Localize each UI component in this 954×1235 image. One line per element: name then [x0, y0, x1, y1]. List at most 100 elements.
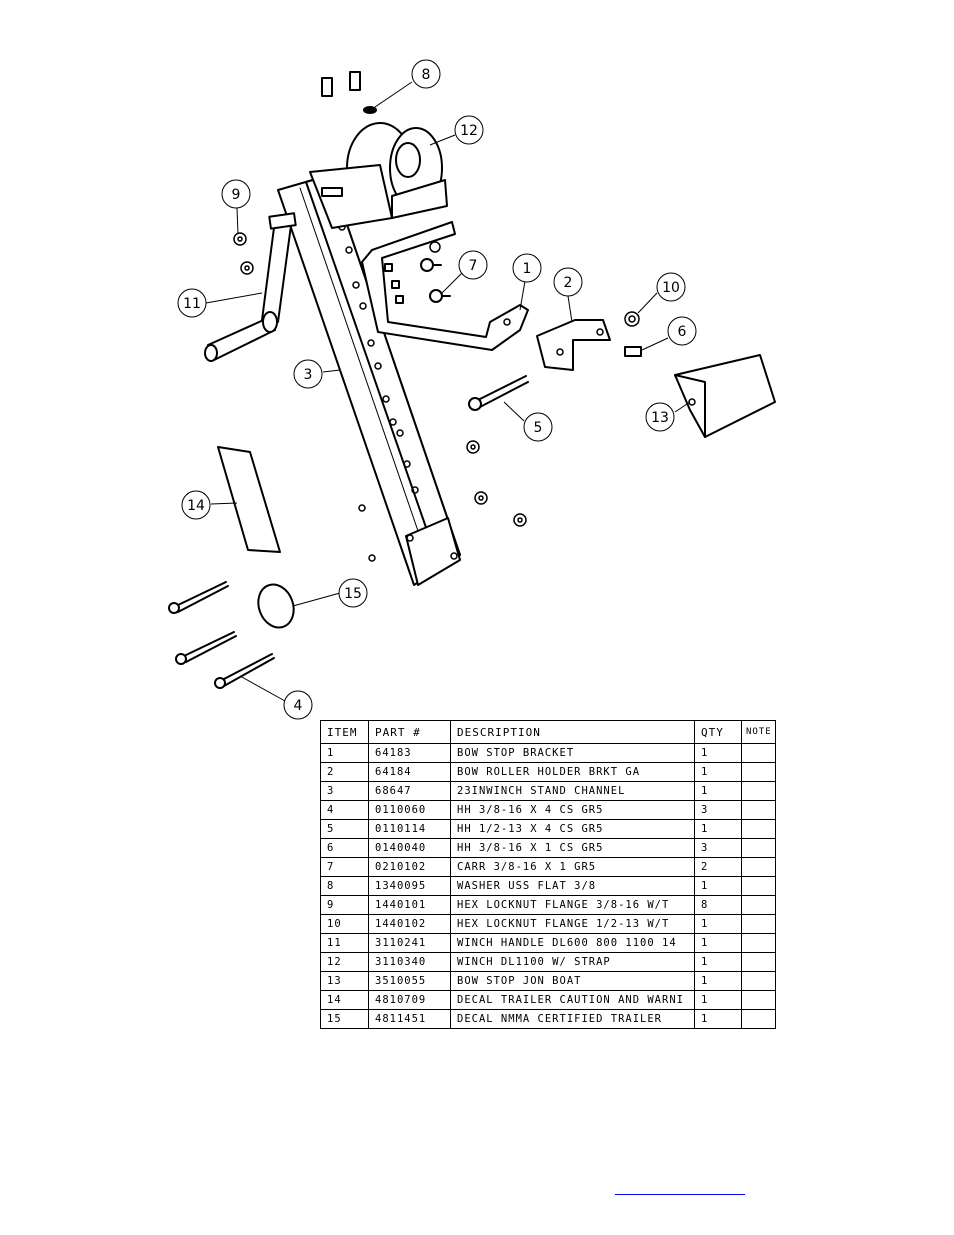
callout-balloon-12: [454, 115, 484, 145]
washer: [363, 106, 377, 114]
cell-item: 4: [320, 800, 369, 820]
footer-link[interactable]: [615, 1181, 745, 1195]
cell-part-number: 3110340: [368, 952, 451, 972]
cell-qty: 1: [694, 819, 742, 839]
callout-label-6: 6: [678, 324, 687, 340]
cell-item: 8: [320, 876, 369, 896]
cell-part-number: 4810709: [368, 990, 451, 1010]
callout-label-13: 13: [651, 410, 669, 426]
cell-qty: 1: [694, 971, 742, 991]
screws-top: [321, 71, 361, 97]
cell-part-number: 0140040: [368, 838, 451, 858]
locknuts: [233, 232, 640, 527]
cell-description: DECAL NMMA CERTIFIED TRAILER: [450, 1009, 695, 1029]
cell-qty: 8: [694, 895, 742, 915]
cell-note: [741, 914, 776, 934]
cell-description: DECAL TRAILER CAUTION AND WARNI: [450, 990, 695, 1010]
cell-item: 12: [320, 952, 369, 972]
cell-part-number: 0110114: [368, 819, 451, 839]
bolt-3-8-16x1: [624, 346, 642, 357]
decal-caution: [217, 446, 281, 553]
cell-note: [741, 895, 776, 915]
bolt-1-2-13x4: [468, 375, 529, 411]
cell-item: 10: [320, 914, 369, 934]
cell-part-number: 4811451: [368, 1009, 451, 1029]
cell-note: [741, 933, 776, 953]
cell-qty: 1: [694, 762, 742, 782]
callout-label-10: 10: [662, 280, 680, 296]
header-description: DESCRIPTION: [450, 720, 695, 744]
cell-qty: 1: [694, 1009, 742, 1029]
cell-part-number: 1440102: [368, 914, 451, 934]
cell-item: 2: [320, 762, 369, 782]
cell-description: HEX LOCKNUT FLANGE 3/8-16 W/T: [450, 895, 695, 915]
cell-description: HH 1/2-13 X 4 CS GR5: [450, 819, 695, 839]
cell-description: WASHER USS FLAT 3/8: [450, 876, 695, 896]
callout-label-7: 7: [469, 258, 478, 274]
cell-note: [741, 743, 776, 763]
cell-description: HH 3/8-16 X 4 CS GR5: [450, 800, 695, 820]
cell-qty: 1: [694, 914, 742, 934]
cell-description: HEX LOCKNUT FLANGE 1/2-13 W/T: [450, 914, 695, 934]
callout-balloon-2: [553, 267, 583, 297]
cell-description: BOW STOP BRACKET: [450, 743, 695, 763]
cell-part-number: 64183: [368, 743, 451, 763]
callout-balloon-4: [283, 690, 313, 720]
callout-label-15: 15: [344, 586, 362, 602]
callout-label-2: 2: [564, 275, 573, 291]
callout-balloon-1: [512, 253, 542, 283]
cell-description: CARR 3/8-16 X 1 GR5: [450, 857, 695, 877]
callout-label-1: 1: [523, 261, 532, 277]
callout-balloon-14: [181, 490, 211, 520]
cell-part-number: 64184: [368, 762, 451, 782]
cell-item: 1: [320, 743, 369, 763]
winch-stand-channel: [277, 174, 461, 586]
callout-balloon-7: [458, 250, 488, 280]
cell-item: 3: [320, 781, 369, 801]
cell-qty: 2: [694, 857, 742, 877]
callout-balloon-11: [177, 288, 207, 318]
cell-item: 9: [320, 895, 369, 915]
callout-balloon-5: [523, 412, 553, 442]
cell-note: [741, 971, 776, 991]
callout-balloon-8: [411, 59, 441, 89]
callout-label-4: 4: [294, 698, 303, 714]
leader-lines: [205, 81, 691, 702]
cell-part-number: 3110241: [368, 933, 451, 953]
cell-description: WINCH HANDLE DL600 800 1100 14: [450, 933, 695, 953]
channel-holes: [338, 223, 458, 562]
cell-qty: 1: [694, 781, 742, 801]
cell-item: 11: [320, 933, 369, 953]
cell-qty: 3: [694, 838, 742, 858]
cell-qty: 3: [694, 800, 742, 820]
decal-nmma-ring: [257, 583, 295, 629]
cell-description: 23INWINCH STAND CHANNEL: [450, 781, 695, 801]
cell-part-number: 0210102: [368, 857, 451, 877]
cell-part-number: 1440101: [368, 895, 451, 915]
winch: [309, 122, 448, 229]
cell-item: 13: [320, 971, 369, 991]
cell-part-number: 68647: [368, 781, 451, 801]
cell-part-number: 1340095: [368, 876, 451, 896]
table-header-row: ITEM PART # DESCRIPTION QTY NOTE: [320, 720, 776, 744]
bow-stop-bracket: [361, 221, 529, 351]
cell-qty: 1: [694, 933, 742, 953]
cell-note: [741, 876, 776, 896]
callout-balloon-9: [221, 179, 251, 209]
callout-label-8: 8: [422, 67, 431, 83]
cell-item: 6: [320, 838, 369, 858]
cell-note: [741, 990, 776, 1010]
cell-note: [741, 857, 776, 877]
callout-label-9: 9: [232, 187, 241, 203]
cell-note: [741, 952, 776, 972]
callout-label-3: 3: [304, 367, 313, 383]
callout-label-5: 5: [534, 420, 543, 436]
callout-balloon-15: [338, 578, 368, 608]
